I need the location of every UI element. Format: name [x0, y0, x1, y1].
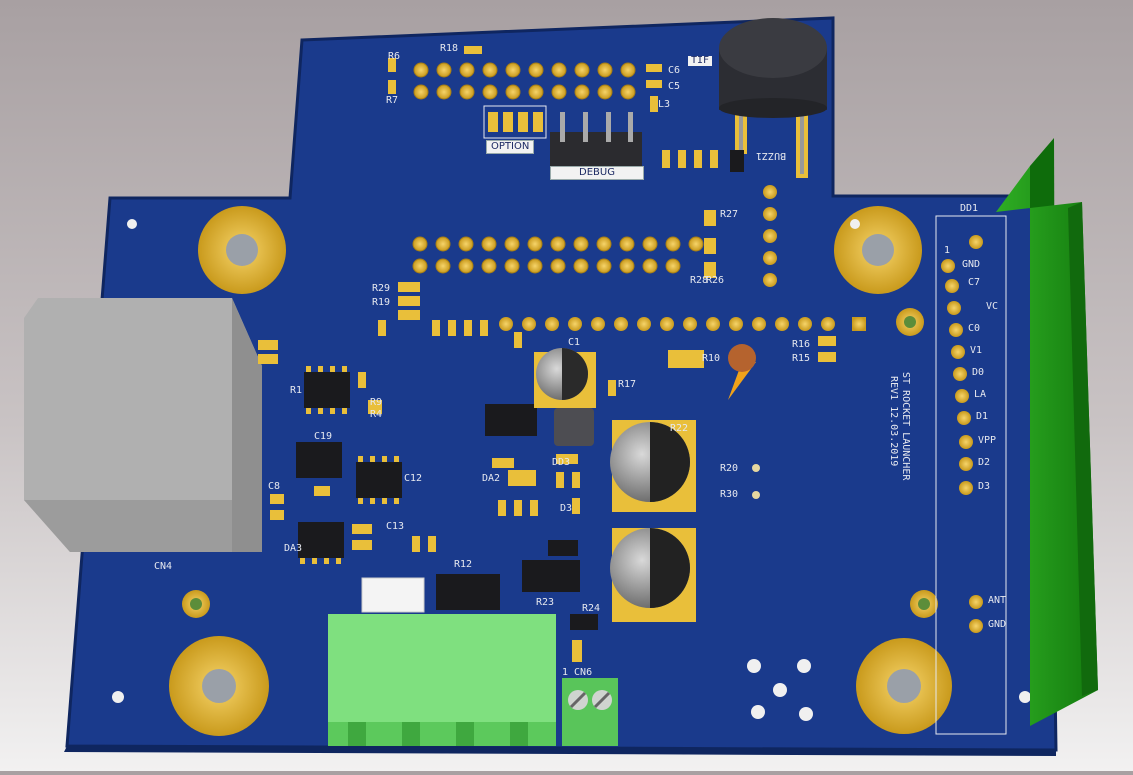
ref-c4: R28 [690, 275, 709, 286]
dd1-pin-d0: D0 [972, 367, 985, 378]
ref-c11: C13 [386, 521, 405, 532]
ref-c1: R19 [372, 297, 391, 308]
ref-tp2: R30 [720, 489, 739, 500]
fuse-holder [361, 577, 425, 613]
ref-r7: R7 [386, 95, 399, 106]
ref-r14: R22 [670, 423, 689, 434]
ref-l3: L3 [658, 99, 671, 110]
mounting-holes [169, 206, 952, 736]
buzzer [719, 18, 827, 178]
led [728, 344, 756, 400]
option-outline [483, 105, 547, 139]
ref-r6: R6 [388, 51, 401, 62]
board-edge [64, 746, 1056, 756]
ground-vias [182, 308, 938, 618]
ref-tp1: R20 [720, 463, 739, 474]
ref-c19: R17 [618, 379, 637, 390]
vertical-header [763, 185, 777, 287]
ref-da2: C12 [404, 473, 423, 484]
gnd-label: GND [988, 619, 1007, 630]
dd1-pin-la: LA [974, 389, 987, 400]
dd1-pin-d1: D1 [976, 411, 989, 422]
cn6-label: 1 CN6 [562, 667, 593, 678]
dd1-pin-vpp: VPP [978, 435, 997, 446]
ref-c3: R26 [706, 275, 725, 286]
top-pin-header [413, 62, 636, 100]
tif-label: TIF [688, 56, 713, 66]
ref-rf1: R10 [702, 353, 721, 364]
ref-c8: R16 [792, 339, 811, 350]
dd1-pin-gnd: GND [962, 259, 981, 270]
buzzer-label: BUZZ1 [756, 150, 787, 161]
ref-c2: R29 [372, 283, 391, 294]
dd1-pin-1: 1 [944, 245, 951, 256]
dd1-pin-d3: D3 [978, 481, 991, 492]
ref-c9: R15 [792, 353, 811, 364]
inductor-l1 [554, 408, 594, 446]
ref-da1: DA3 [284, 543, 303, 554]
ref-vd1: R23 [536, 597, 555, 608]
ref-c5: C5 [668, 81, 681, 92]
ref-c6: C6 [668, 65, 681, 76]
small-terminal-block [562, 678, 618, 746]
board-title-line1: ST ROCKET LAUNCHER [900, 372, 911, 481]
ref-c13: R4 [370, 409, 383, 420]
dd1-pin-c0: C0 [968, 323, 981, 334]
horizontal-pin-row [499, 317, 866, 331]
ref-c15: DD3 [552, 457, 571, 468]
ref-d1: C19 [314, 431, 333, 442]
ic-leads [300, 366, 399, 564]
ant-label: ANT [988, 595, 1007, 606]
ref-r20: D3 [560, 503, 573, 514]
ref-r13: C8 [268, 481, 281, 492]
option-jumpers [488, 112, 543, 132]
ic-packages [296, 372, 580, 610]
ref-c12: R9 [370, 397, 383, 408]
ref-l2: R27 [720, 209, 739, 220]
ref-r18: R18 [440, 43, 459, 54]
ref-da3: R1 [290, 385, 303, 396]
dd1-pads [941, 235, 983, 633]
rj45-connector [24, 298, 262, 552]
cn4-label: CN4 [154, 561, 173, 572]
ref-dd3: DA2 [482, 473, 501, 484]
ref-d6: R24 [582, 603, 601, 614]
power-terminal-block [328, 614, 556, 746]
dd1-pin-d2: D2 [978, 457, 991, 468]
debug-header [550, 112, 642, 168]
edge-connector [996, 138, 1098, 726]
board-title-line2: REV1 12.03.2019 [888, 376, 899, 467]
debug-label: DEBUG [550, 166, 644, 180]
dd1-pin-vc: VC [986, 301, 999, 312]
ref-r4: C1 [568, 337, 581, 348]
mid-pin-header [412, 236, 704, 274]
dd1-outline [935, 215, 1007, 735]
ref-d3: R12 [454, 559, 473, 570]
electrolytic-capacitors [534, 348, 696, 622]
option-label: OPTION [486, 140, 535, 154]
test-points [747, 464, 813, 721]
dd1-pin-c7: C7 [968, 277, 981, 288]
smd-pads [258, 46, 836, 662]
dd1-label: DD1 [960, 203, 979, 214]
dd1-pin-v1: V1 [970, 345, 983, 356]
small-holes [112, 219, 1031, 703]
